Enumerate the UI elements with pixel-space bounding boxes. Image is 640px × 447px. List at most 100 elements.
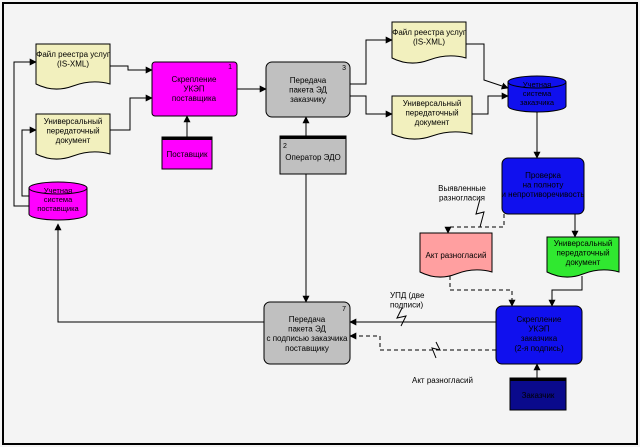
edge-act-to-sign-customer bbox=[449, 276, 516, 307]
edge-upd-green-to-sign-customer bbox=[548, 276, 583, 307]
text-line: пакета ЭД bbox=[289, 86, 327, 95]
text-line: документ bbox=[566, 258, 601, 267]
edge-supplierdb-to-file-registry bbox=[13, 58, 37, 207]
edge-check-to-act bbox=[444, 214, 505, 234]
edge-file-registry-right-to-db bbox=[466, 43, 509, 90]
connectors bbox=[13, 36, 583, 378]
cylinder-body bbox=[28, 188, 88, 221]
edge-supplierdb-to-upd bbox=[21, 126, 37, 197]
text-line: 3 bbox=[342, 65, 346, 72]
text-line: УКЭП bbox=[183, 85, 204, 94]
file-registry-left-node: Файл реестра услуг(IS-XML) bbox=[35, 43, 111, 90]
text-line: 1 bbox=[228, 64, 232, 71]
text-line: передаточный bbox=[405, 109, 458, 118]
text-line: Передача bbox=[290, 76, 327, 85]
text-line: подписи) bbox=[390, 301, 424, 310]
process-box bbox=[151, 61, 238, 117]
text-line: и непротиворечивость bbox=[501, 190, 584, 199]
document-shape bbox=[546, 236, 620, 278]
leader-upd-two-signatures bbox=[396, 307, 407, 327]
document-shape bbox=[35, 113, 111, 160]
customer-actor-label: Заказчик bbox=[522, 391, 555, 400]
text-line: на полноту bbox=[523, 181, 564, 190]
text-line: Передача bbox=[289, 315, 326, 324]
text-line: пакета ЭД bbox=[288, 325, 326, 334]
transfer-to-customer-number: 3 bbox=[342, 65, 346, 72]
text-line: передаточный bbox=[556, 249, 609, 258]
file-registry-left-label: Файл реестра услуг(IS-XML) bbox=[36, 50, 110, 69]
operator-edo-label: Оператор ЭДО bbox=[285, 153, 341, 162]
actor-shadow-edge bbox=[162, 137, 212, 140]
document-shape bbox=[391, 21, 467, 64]
text-line: заказчика bbox=[521, 334, 558, 343]
text-line: передаточный bbox=[46, 127, 99, 136]
edge-transfer-to-file-registry-right bbox=[348, 36, 393, 85]
customer-actor-node: Заказчик bbox=[509, 377, 567, 411]
edge-sign-customer-to-transfer-back-act bbox=[349, 332, 496, 351]
text-line: (IS-XML) bbox=[413, 38, 445, 47]
label-leaders bbox=[396, 198, 485, 359]
operator-edo-number: 2 bbox=[283, 143, 287, 150]
text-line: (2-я подпись) bbox=[514, 344, 564, 353]
cylinder-top bbox=[28, 181, 88, 195]
text-line: Универсальный bbox=[44, 117, 103, 126]
cylinder-top bbox=[507, 75, 567, 89]
text-line: Файл реестра услуг bbox=[36, 50, 110, 59]
actor-box bbox=[279, 135, 347, 175]
text-line: Заказчик bbox=[522, 391, 555, 400]
text-line: с подписью заказчика bbox=[266, 334, 348, 343]
text-line: Скрепление bbox=[172, 75, 218, 84]
actor-shadow-edge bbox=[510, 378, 566, 381]
process-box bbox=[263, 301, 351, 365]
text-line: Учетная bbox=[44, 186, 72, 195]
file-registry-right-label: Файл реестра услуг(IS-XML) bbox=[392, 28, 466, 47]
supplier-actor-node: Поставщик bbox=[161, 136, 213, 170]
text-line: 7 bbox=[342, 306, 346, 313]
leader-act-label bbox=[431, 341, 441, 359]
edge-upd-to-sign bbox=[110, 94, 153, 131]
text-line: УКЭП bbox=[528, 325, 549, 334]
text-line: Оператор ЭДО bbox=[285, 153, 341, 162]
text-line: УПД (две bbox=[390, 291, 425, 300]
transfer-back-number: 7 bbox=[342, 306, 346, 313]
text-line: Универсальный bbox=[554, 239, 613, 248]
text-line: поставщику bbox=[285, 344, 329, 353]
text-line: система bbox=[44, 195, 73, 204]
cylinder-body bbox=[507, 82, 567, 113]
text-line: 2 bbox=[283, 143, 287, 150]
actor-box bbox=[509, 377, 567, 411]
text-line: (IS-XML) bbox=[57, 60, 89, 69]
text-line: Файл реестра услуг bbox=[392, 28, 466, 37]
edge-file-registry-to-sign bbox=[110, 65, 153, 74]
text-line: документ bbox=[56, 136, 91, 145]
text-line: Акт разногласий bbox=[426, 251, 487, 260]
act-disagreements-node: Акт разногласий bbox=[419, 232, 493, 278]
supplier-actor-label: Поставщик bbox=[166, 150, 208, 159]
text-line: Учетная bbox=[523, 80, 551, 89]
leader-disagreements bbox=[475, 198, 485, 228]
sign-supplier-number: 1 bbox=[228, 64, 232, 71]
text-line: документ bbox=[415, 118, 450, 127]
edge-transfer-to-upd-right bbox=[348, 95, 393, 118]
text-line: система bbox=[523, 89, 552, 98]
